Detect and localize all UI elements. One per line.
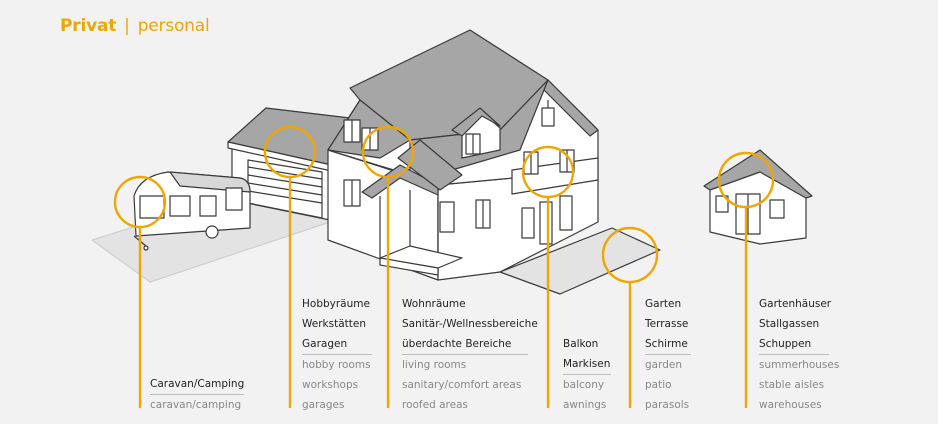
label-en: stable aisles [759,379,825,391]
label-de: Hobbyräume [302,298,370,310]
label-de: Markisen [563,358,611,370]
label-group-caravan: Caravan/Camping caravan/camping [150,374,244,415]
label-en: garages [302,399,345,411]
label-group-garden: Garten Terrasse Schirme garden patio par… [645,294,691,415]
label-en: awnings [563,399,607,411]
label-en: summerhouses [759,359,840,371]
label-en: balcony [563,379,605,391]
label-en: garden [645,359,683,371]
label-en: parasols [645,399,690,411]
label-divider [563,374,611,375]
label-de: Garagen [302,338,348,350]
label-de: Caravan/Camping [150,378,245,390]
title-personal: personal [137,16,210,36]
label-en: workshops [302,379,359,391]
patio-plate [499,227,661,295]
label-en: warehouses [759,399,822,411]
label-divider [302,354,372,355]
label-de: Gartenhäuser [759,298,832,310]
shed [703,149,813,245]
label-group-living: Wohnräume Sanitär-/Wellnessbereiche über… [402,294,538,415]
label-de: Sanitär-/Wellnessbereiche [402,318,538,330]
label-en: caravan/camping [150,399,242,411]
label-de: Schirme [645,338,688,350]
label-divider [759,354,829,355]
label-divider [402,354,528,355]
label-en: patio [645,379,672,391]
label-de: Schuppen [759,338,812,350]
label-de: überdachte Bereiche [402,338,512,350]
label-group-balcony: Balkon Markisen balcony awnings [563,334,611,415]
label-group-sheds: Gartenhäuser Stallgassen Schuppen summer… [759,294,839,415]
label-group-hobby: Hobbyräume Werkstätten Garagen hobby roo… [302,294,372,415]
garage [227,107,351,221]
label-de: Wohnräume [402,298,466,310]
label-en: hobby rooms [302,359,371,371]
label-de: Terrasse [645,318,689,330]
label-de: Balkon [563,338,599,350]
caravan [133,171,251,251]
label-divider [150,394,244,395]
page-title: Privat | personal [60,14,210,38]
label-de: Stallgassen [759,318,820,330]
label-de: Garten [645,298,682,310]
label-divider [645,354,691,355]
title-separator: | [124,16,130,36]
label-de: Werkstätten [302,318,366,330]
title-privat: Privat [60,16,117,36]
label-en: living rooms [402,359,467,371]
label-en: roofed areas [402,399,468,411]
label-en: sanitary/comfort areas [402,379,522,391]
main-house [327,29,599,281]
